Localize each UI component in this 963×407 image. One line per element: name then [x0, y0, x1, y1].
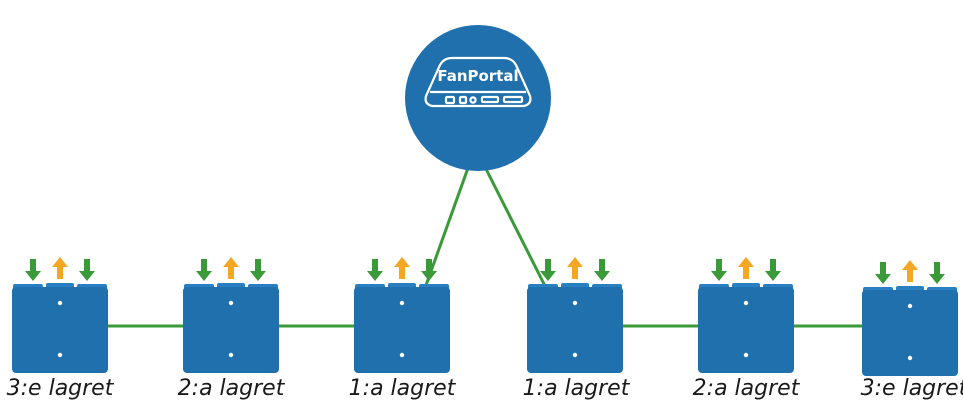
- node-6: [862, 260, 958, 376]
- node-dot: [572, 300, 578, 306]
- up-arrow-icon: [738, 257, 754, 279]
- node-2: [183, 257, 279, 373]
- down-arrow-icon: [421, 259, 437, 281]
- node-body: [12, 287, 108, 373]
- node-label-4: 1:a lagret: [522, 376, 630, 401]
- hub-brand-label: FanPortal: [437, 67, 518, 85]
- router-device-icon: [424, 56, 532, 108]
- down-arrow-icon: [250, 259, 266, 281]
- node-dot: [399, 352, 405, 358]
- node-1: [12, 257, 108, 373]
- node-dot: [907, 355, 913, 361]
- nodes: [12, 257, 958, 376]
- node-body: [354, 287, 450, 373]
- down-arrow-icon: [79, 259, 95, 281]
- node-5: [698, 257, 794, 373]
- node-label-2: 2:a lagret: [177, 376, 285, 401]
- fanportal-hub: FanPortal: [405, 25, 551, 171]
- node-label-1: 3:e lagret: [6, 376, 114, 401]
- node-body: [183, 287, 279, 373]
- down-arrow-icon: [594, 259, 610, 281]
- node-label-6: 3:e lagret: [860, 376, 963, 401]
- node-label-5: 2:a lagret: [692, 376, 800, 401]
- node-dot: [228, 300, 234, 306]
- node-dot: [907, 303, 913, 309]
- hub-link-right: [483, 166, 547, 287]
- node-dot: [57, 300, 63, 306]
- hub-link-left: [423, 167, 470, 289]
- up-arrow-icon: [394, 257, 410, 279]
- down-arrow-icon: [540, 259, 556, 281]
- up-arrow-icon: [223, 257, 239, 279]
- node-dot: [57, 352, 63, 358]
- node-body: [698, 287, 794, 373]
- node-body: [527, 287, 623, 373]
- down-arrow-icon: [196, 259, 212, 281]
- node-dot: [572, 352, 578, 358]
- up-arrow-icon: [52, 257, 68, 279]
- node-dot: [399, 300, 405, 306]
- node-body: [862, 290, 958, 376]
- node-3: [354, 257, 450, 373]
- down-arrow-icon: [367, 259, 383, 281]
- down-arrow-icon: [25, 259, 41, 281]
- node-dot: [743, 300, 749, 306]
- down-arrow-icon: [711, 259, 727, 281]
- down-arrow-icon: [929, 262, 945, 284]
- down-arrow-icon: [875, 262, 891, 284]
- down-arrow-icon: [765, 259, 781, 281]
- node-label-3: 1:a lagret: [348, 376, 456, 401]
- up-arrow-icon: [567, 257, 583, 279]
- up-arrow-icon: [902, 260, 918, 282]
- node-dot: [228, 352, 234, 358]
- node-dot: [743, 352, 749, 358]
- node-4: [527, 257, 623, 373]
- hub-circle: [405, 25, 551, 171]
